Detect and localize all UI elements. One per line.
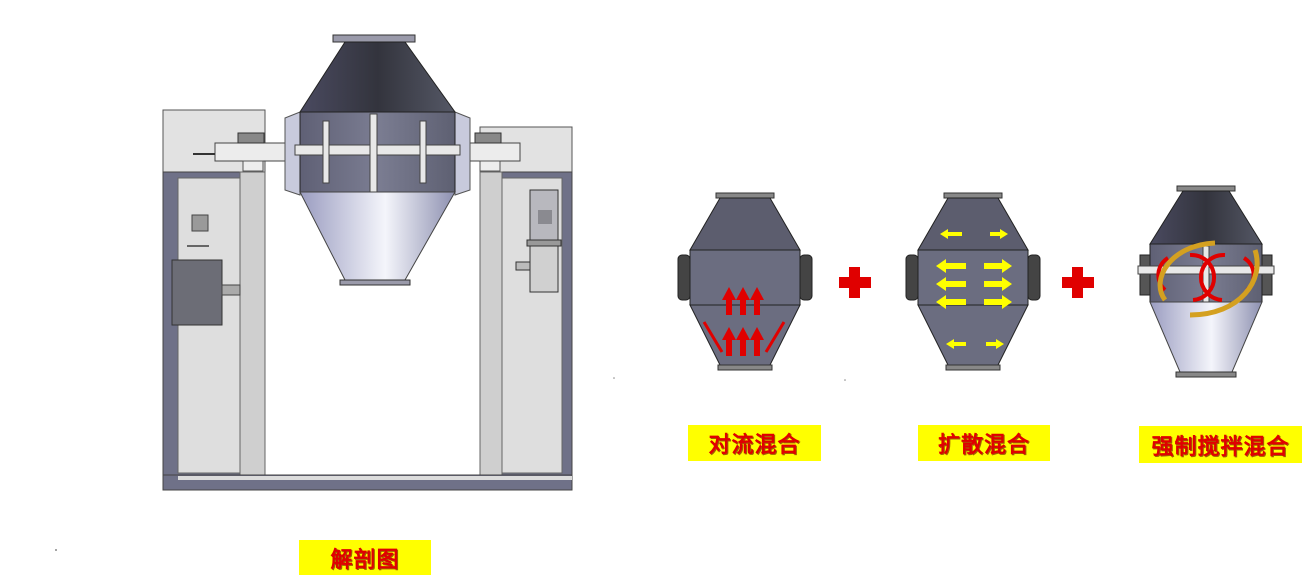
section-view-label: 解剖图 bbox=[299, 540, 431, 575]
spreading-arrows bbox=[936, 229, 1012, 349]
forced-stirring-mixing-vessel bbox=[1137, 185, 1275, 378]
convection-mixing-vessel bbox=[677, 192, 813, 371]
diffusion-mixing-label: 扩散混合 bbox=[918, 425, 1050, 461]
double-cone-vessel bbox=[284, 34, 471, 286]
diffusion-mixing-vessel bbox=[905, 192, 1041, 371]
convection-mixing-label: 对流混合 bbox=[688, 425, 821, 461]
upward-arrows bbox=[702, 287, 786, 356]
left-cabinet bbox=[162, 109, 266, 491]
plus-sign bbox=[1062, 267, 1094, 298]
gear-motor-left bbox=[171, 259, 223, 326]
drive-motor bbox=[515, 189, 562, 293]
forced-stirring-mixing-label: 强制搅拌混合 bbox=[1139, 426, 1302, 463]
right-cabinet bbox=[479, 126, 573, 491]
rotation-arrows bbox=[1157, 240, 1260, 318]
mixer-section-view bbox=[162, 34, 573, 491]
plus-sign bbox=[839, 267, 871, 298]
